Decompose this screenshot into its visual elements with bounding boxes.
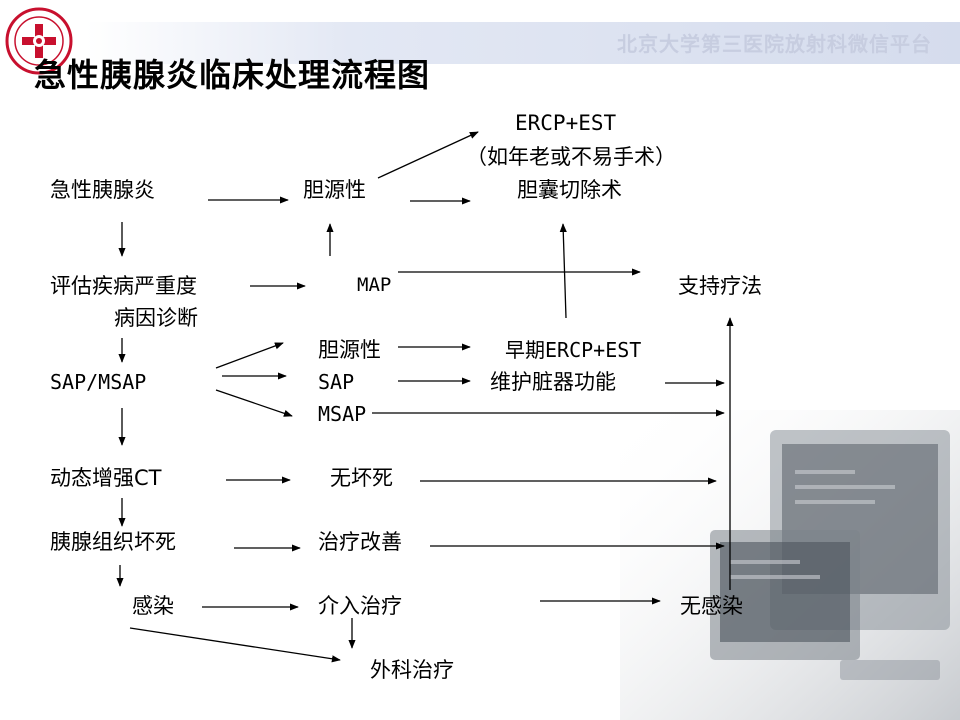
node-interventional-therapy: 介入治疗 [318,596,402,617]
node-etiology: 病因诊断 [114,308,198,329]
node-supportive-therapy: 支持疗法 [678,276,762,297]
node-map: MAP [357,276,391,295]
node-ercp-est: ERCP+EST [515,113,616,134]
node-cholecystectomy: 胆囊切除术 [517,180,622,201]
node-elderly-note: （如年老或不易手术） [466,147,676,168]
arrow-sap-to-msap [216,390,292,416]
node-infection: 感染 [132,596,174,617]
node-treatment-improved: 治疗改善 [318,532,402,553]
node-assess-severity: 评估疾病严重度 [50,276,197,297]
node-organ-support: 维护脏器功能 [490,372,616,393]
arrow-sap-to-biliary2 [216,343,283,368]
arrow-up-to-cholecystectomy [563,224,566,318]
node-early-ercp: 早期ERCP+EST [505,340,641,360]
node-msap: MSAP [318,404,366,424]
node-no-necrosis: 无坏死 [330,468,393,489]
node-biliary: 胆源性 [303,180,366,201]
node-acute-pancreatitis: 急性胰腺炎 [50,180,155,201]
node-sap-msap: SAP/MSAP [50,372,146,392]
node-dynamic-ct: 动态增强CT [50,468,162,489]
node-sap: SAP [318,372,354,392]
node-surgical-treatment: 外科治疗 [370,660,454,681]
node-biliary-2: 胆源性 [318,340,381,361]
node-pancreatic-necrosis: 胰腺组织坏死 [50,532,176,553]
arrow-infection-to-surgery [130,628,340,660]
node-no-infection: 无感染 [680,596,743,617]
arrow-biliary-to-ercp [378,132,478,178]
